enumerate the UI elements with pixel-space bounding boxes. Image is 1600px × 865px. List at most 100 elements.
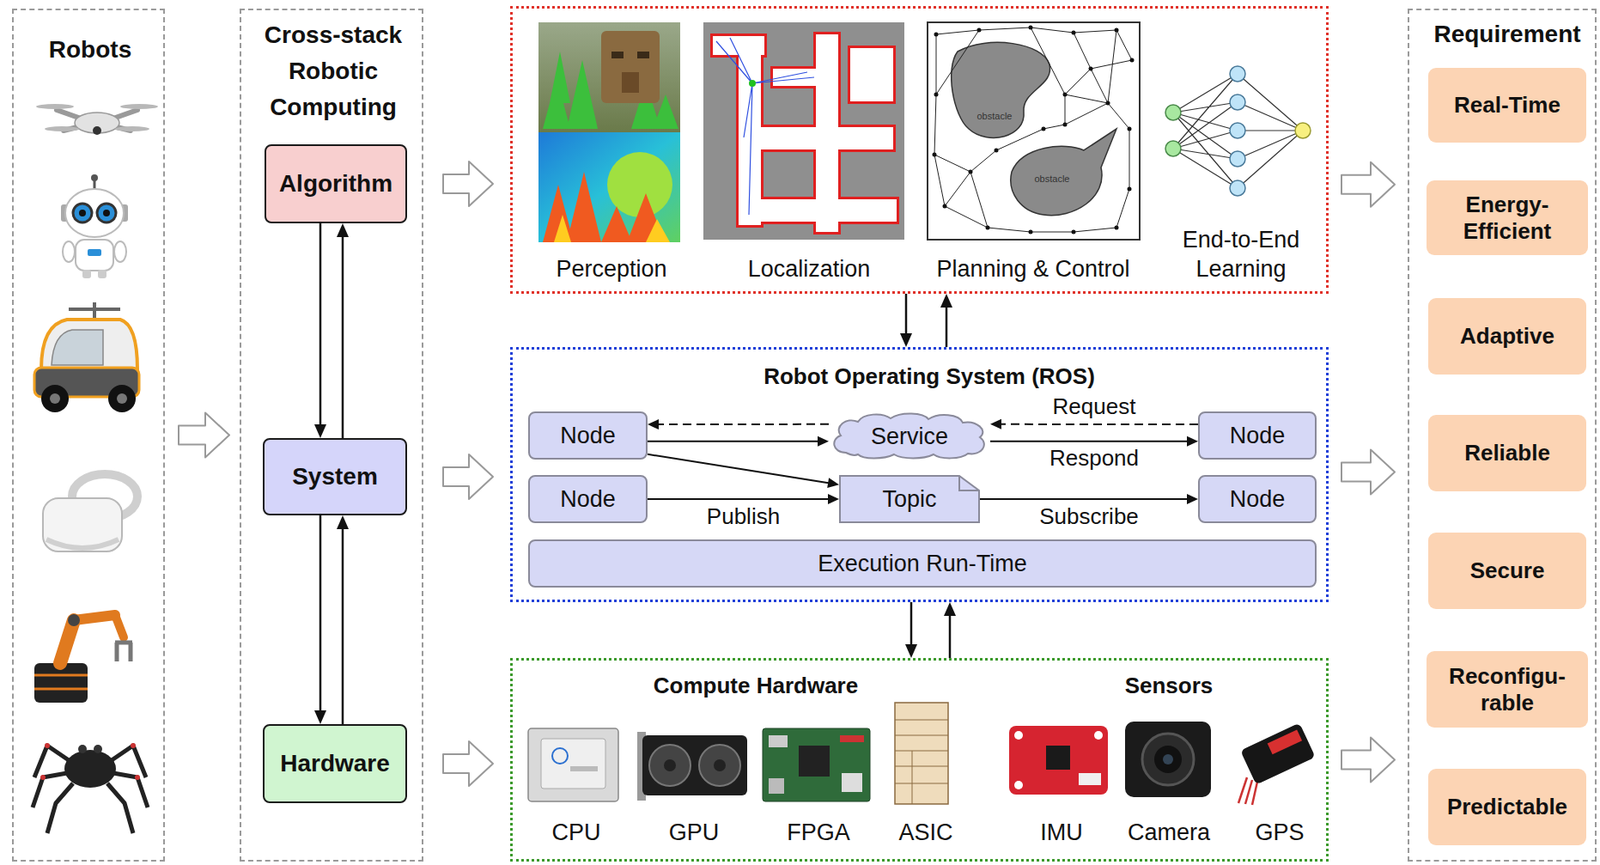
arrow-head	[827, 493, 840, 505]
node-text: Reliable	[1464, 439, 1551, 467]
humanoid-robot-icon-part	[103, 209, 110, 217]
gpu-icon-part	[713, 759, 726, 772]
node-text: Predictable	[1447, 793, 1568, 821]
document-fold	[959, 475, 980, 491]
connector-line	[910, 602, 913, 646]
illustration-label: obstacle	[977, 110, 1013, 122]
planning-graph-part-part	[1063, 92, 1068, 98]
node-text: IMU	[1018, 818, 1105, 846]
localization-map-part	[712, 34, 897, 232]
hexapod-robot-icon-part	[130, 742, 136, 749]
arrow-head	[314, 424, 327, 439]
connector-line	[647, 498, 830, 500]
connector	[647, 436, 829, 447]
node-text: Node	[559, 421, 616, 450]
node-text: Algorithm	[279, 169, 393, 199]
localization-map	[703, 22, 905, 240]
imu-sensor-icon-part	[1014, 780, 1023, 790]
edge-label: Request	[1050, 393, 1139, 420]
perception-image-part	[621, 72, 639, 93]
requirement-box: Reliable	[1428, 414, 1587, 492]
node-text: Node	[559, 485, 616, 513]
arrow-head	[990, 419, 1002, 430]
fpga-board-icon-part	[841, 772, 863, 792]
gps-module-icon	[1238, 723, 1316, 805]
neural-network-icon-part	[1229, 180, 1246, 196]
connector-line	[647, 440, 820, 443]
cpu-icon-part	[528, 728, 619, 802]
robot-arm-icon-part	[60, 620, 74, 664]
block-arrow	[1341, 162, 1395, 207]
robot-arm-icon-part	[73, 614, 116, 621]
hexapod-robot-icon-part	[78, 744, 87, 754]
robot-arm-icon	[34, 614, 133, 703]
hardware-panel: Compute HardwareSensorsCPUGPUFPGAASICIMU…	[510, 657, 1329, 862]
column-panel: Cross-stack Robotic ComputingAlgorithmSy…	[239, 8, 424, 862]
cpu-icon-part	[552, 748, 568, 764]
block-arrow	[443, 161, 493, 207]
node-text: System	[292, 462, 378, 492]
node-text: Sensors	[1082, 672, 1255, 700]
planning-graph-part-part	[1071, 30, 1077, 36]
requirement-box: Reconfigu- rable	[1426, 650, 1588, 728]
imu-sensor-icon-part	[1014, 730, 1023, 740]
block-arrow-shape	[443, 741, 493, 786]
vehicle-icon-part	[41, 384, 69, 413]
connector	[336, 223, 349, 439]
humanoid-robot-icon-part	[87, 249, 102, 256]
connector-line	[341, 527, 345, 724]
gpu-icon-part	[642, 735, 748, 796]
node-text: Localization	[714, 255, 904, 283]
hexapod-robot-icon-part	[32, 745, 148, 834]
planning-graph-part-part	[994, 148, 999, 153]
perception-image	[538, 22, 681, 243]
cpu-icon	[528, 728, 619, 802]
connector	[990, 419, 1199, 430]
arrow-head	[940, 293, 953, 308]
humanoid-robot-icon-part	[73, 203, 92, 223]
node-text: ASIC	[882, 818, 969, 846]
perception-image-part	[601, 30, 660, 104]
ros-node: Node	[528, 474, 648, 524]
humanoid-robot-icon-part	[82, 269, 92, 279]
cpu-icon-part	[541, 738, 606, 789]
arrow-head	[647, 419, 659, 430]
humanoid-robot-icon-part	[91, 174, 98, 182]
connector	[336, 515, 349, 724]
gpu-icon-part	[649, 744, 691, 786]
gpu-icon-part	[699, 744, 741, 786]
humanoid-robot-icon-part	[65, 188, 124, 238]
robot-arm-icon-part	[34, 674, 88, 677]
ros-panel: Robot Operating System (ROS)NodeServiceN…	[510, 346, 1329, 603]
imu-sensor-icon	[1009, 725, 1108, 795]
fpga-board-icon-part	[768, 778, 785, 794]
robot-arm-icon-part	[34, 687, 88, 691]
connector	[647, 419, 829, 430]
node-text: Execution Run-Time	[817, 549, 1028, 578]
vehicle-icon-part	[92, 302, 97, 320]
connector-line	[905, 293, 908, 335]
requirement-box: Real-Time	[1428, 67, 1587, 143]
node-text: Secure	[1470, 557, 1546, 585]
arrow-head	[336, 515, 349, 530]
connector-line	[319, 223, 323, 426]
node-text: End-to-End Learning	[1163, 225, 1319, 284]
block-arrow-shape	[1341, 162, 1395, 207]
humanoid-robot-icon-part	[97, 269, 107, 279]
arrow-head	[900, 333, 913, 347]
ros-node: Node	[528, 411, 648, 460]
edge-label: Respond	[1046, 444, 1142, 472]
humanoid-robot-icon-part	[62, 241, 75, 262]
camera-icon-part	[1142, 733, 1194, 785]
connector	[647, 454, 840, 488]
node-text: Perception	[538, 255, 685, 283]
perception-image-part	[637, 51, 650, 59]
planning-graph-part	[932, 25, 1135, 235]
connector-line	[319, 515, 323, 712]
block-arrow-shape	[1341, 737, 1395, 783]
planning-graph-part-part	[1127, 127, 1132, 132]
arrow-head	[314, 710, 327, 724]
hexapod-robot-icon-part	[44, 742, 50, 749]
